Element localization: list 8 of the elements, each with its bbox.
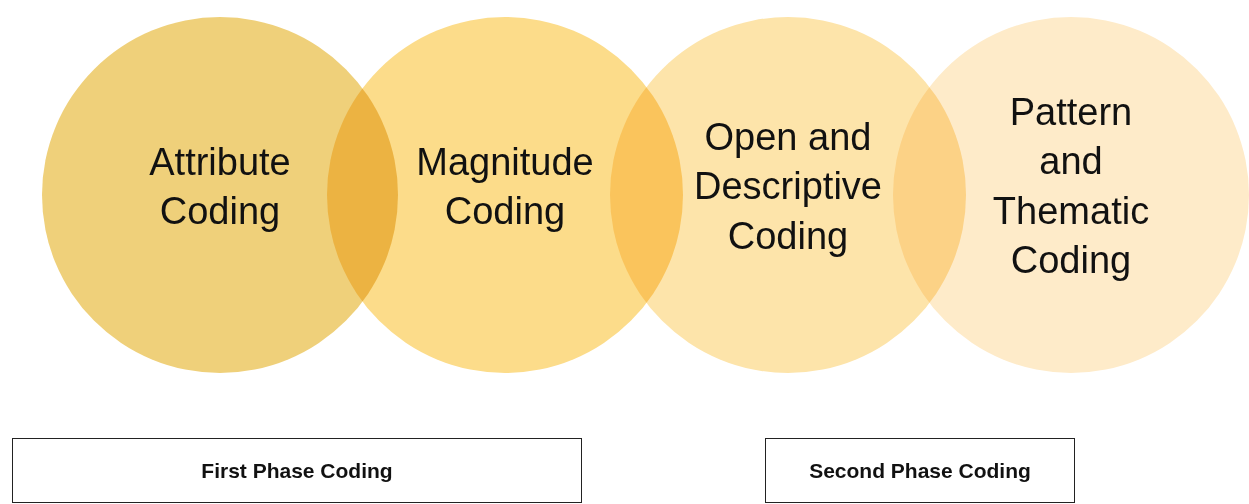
circle-text: Attribute Coding (148, 139, 292, 234)
phase-label: Second Phase Coding (809, 458, 1031, 483)
phase-box (12, 438, 582, 503)
phase-box (765, 438, 1075, 503)
circle-text: Magnitude Coding (415, 139, 595, 234)
circle-text: Pattern and Thematic Coding (991, 90, 1151, 284)
phase-label: First Phase Coding (201, 458, 393, 483)
circle-text: Open and Descriptive Coding (693, 114, 883, 259)
